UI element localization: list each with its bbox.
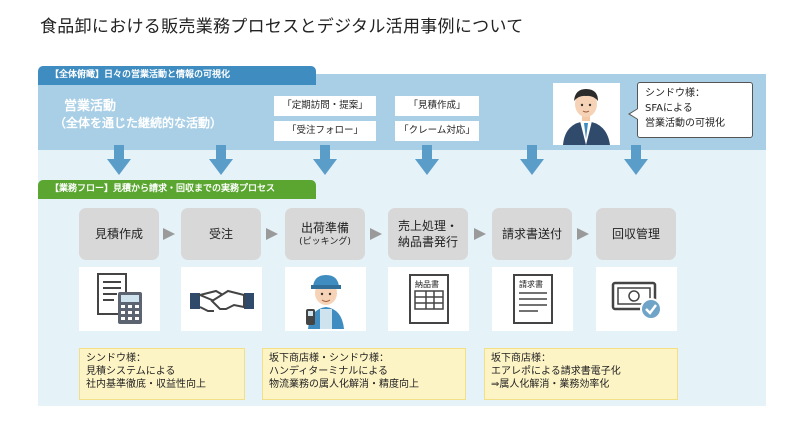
callout-line: シンドウ様： [645,88,705,99]
handshake-icon [189,289,254,312]
sales-activity-subtitle: （全体を通じた継続的な活動） [54,116,223,130]
page-title: 食品卸における販売業務プロセスとデジタル活用事例について [40,17,524,37]
activity-quotation: 「見積作成」 [395,96,479,116]
calculator-document-icon [96,273,142,324]
icon-tile [596,267,677,331]
activity-complaint: 「クレーム対応」 [395,121,479,141]
note-line: 物流業務の属人化解消・精度向上 [269,379,419,390]
flow-arrow-icon [370,228,382,240]
payment-check-icon [611,281,662,320]
activity-order-follow: 「受注フォロー」 [274,121,376,141]
down-arrow-icon [520,145,544,175]
icon-tile: 請求書 [492,267,573,331]
flow-arrow-icon [163,228,175,240]
invoice-title: 請求書 [519,279,543,289]
down-arrow-icon [415,145,439,175]
flow-arrow-icon [474,228,486,240]
flow-arrow-icon [266,228,278,240]
note-handy-terminal: 坂下商店様・シンドウ様： ハンディターミナルによる 物流業務の属人化解消・精度向… [262,348,466,400]
step-label: 見積作成 [94,227,143,241]
sales-section-header: 【全体俯瞰】日々の営業活動と情報の可視化 [38,66,316,85]
sfa-callout: シンドウ様： SFAによる 営業活動の可視化 [637,82,753,138]
flow-arrow-icon [577,228,589,240]
delivery-slip-title: 納品書 [415,279,439,289]
step-sales-processing: 売上処理・ 納品書発行 [388,208,468,260]
callout-line: SFAによる [645,103,693,114]
activity-regular-visit: 「定期訪問・提案」 [274,96,376,116]
down-arrow-icon [313,145,337,175]
icon-tile: 納品書 [388,267,469,331]
callout-pointer-inner [630,109,638,119]
down-arrow-icon [107,145,131,175]
step-quotation: 見積作成 [79,208,159,260]
down-arrow-icon [209,145,233,175]
note-line: ハンディターミナルによる [269,366,388,377]
note-line: 坂下商店様・シンドウ様： [269,353,389,364]
note-line: ⇒属人化解消・業務効率化 [491,379,610,390]
step-label: 回収管理 [611,227,660,241]
step-sublabel: (ピッキング) [299,237,351,247]
step-order-receipt: 受注 [181,208,261,260]
callout-line: 営業活動の可視化 [645,118,725,129]
icon-tile [79,267,160,331]
flow-section-header: 【業務フロー】見積から請求・回収までの実務プロセス [38,180,316,199]
step-label: 請求書送付 [501,227,562,241]
note-line: 見積システムによる [86,366,176,377]
step-label-line2: 納品書発行 [397,235,458,249]
icon-tile [181,267,262,331]
step-label: 受注 [208,227,233,241]
note-line: エアレポによる請求書電子化 [491,366,621,377]
down-arrow-icon [624,145,648,175]
note-line: 坂下商店様： [491,353,551,364]
invoice-icon: 請求書 [512,274,553,324]
note-line: 社内基準徹底・収益性向上 [86,379,206,390]
icon-tile [285,267,366,331]
step-collection: 回収管理 [596,208,676,260]
delivery-slip-icon: 納品書 [408,274,449,324]
step-shipping-prep: 出荷準備 (ピッキング) [285,208,365,260]
businessman-icon [563,89,610,145]
warehouse-worker-icon [305,275,344,329]
note-e-invoice: 坂下商店様： エアレポによる請求書電子化 ⇒属人化解消・業務効率化 [484,348,678,400]
note-quotation-system: シンドウ様： 見積システムによる 社内基準徹底・収益性向上 [79,348,245,400]
step-label: 売上処理・ [397,219,458,233]
step-label: 出荷準備 [300,221,349,235]
note-line: シンドウ様： [86,353,146,364]
step-invoice-sending: 請求書送付 [492,208,572,260]
sales-activity-title: 営業活動 [64,99,117,114]
salesperson-avatar [553,83,620,145]
